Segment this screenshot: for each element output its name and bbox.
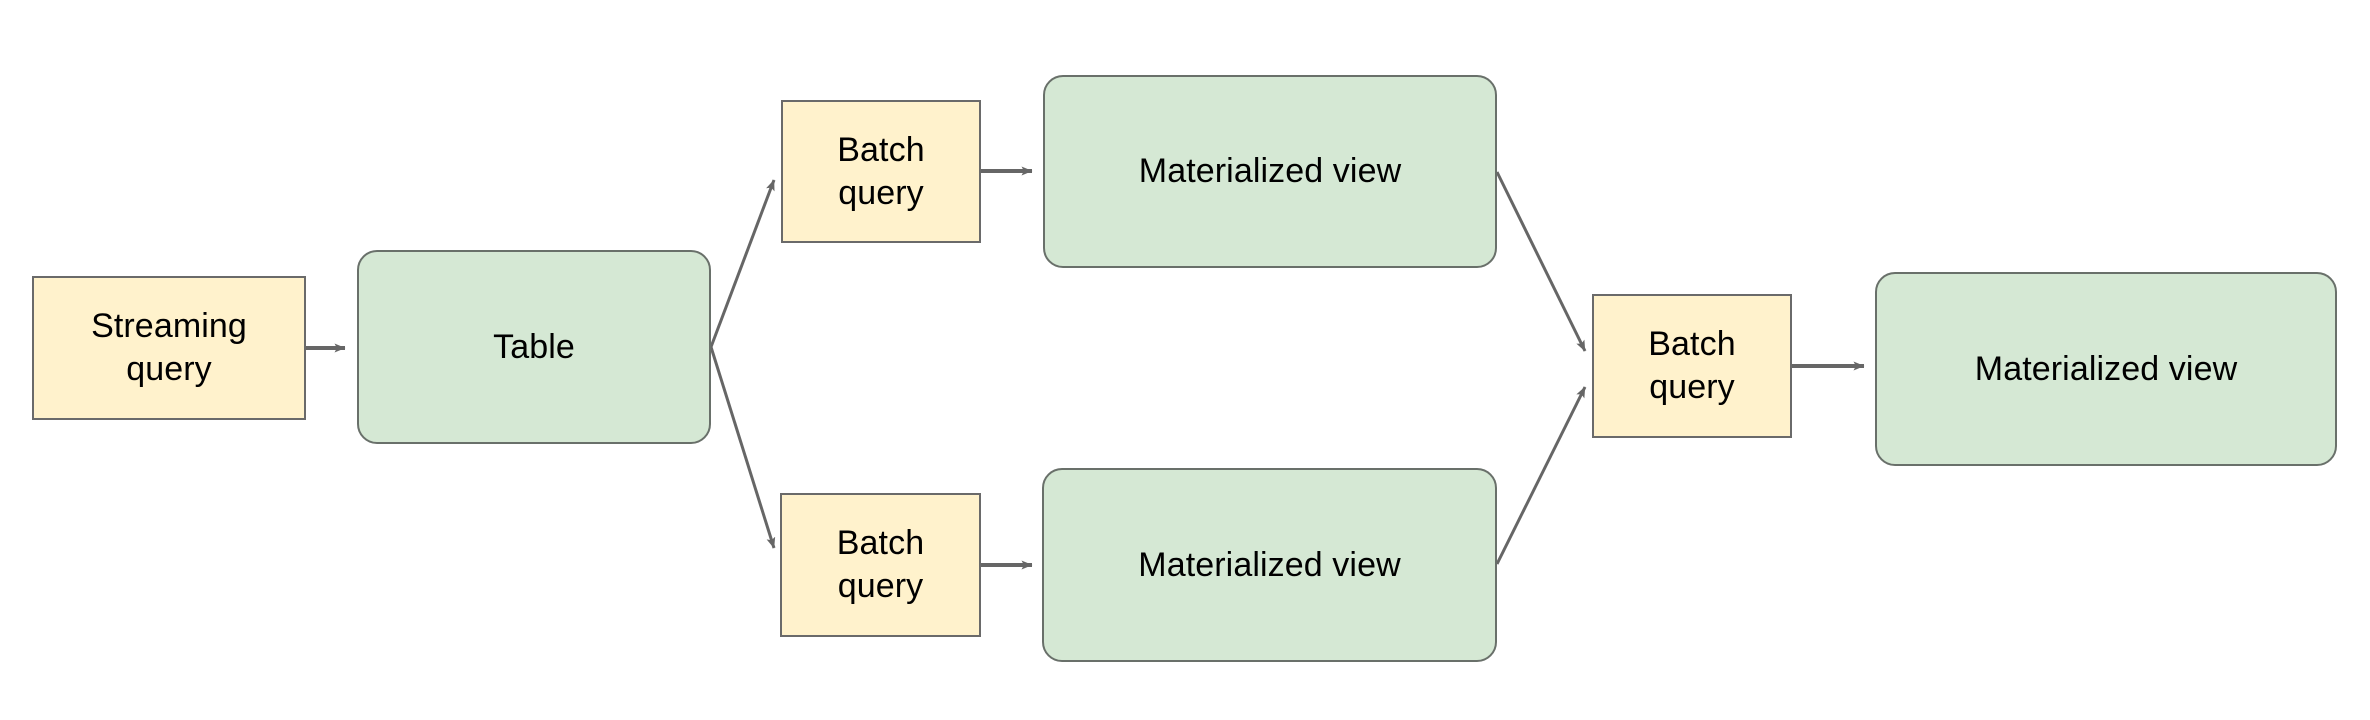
node-label: Materialized view [1138, 152, 1402, 191]
node-materialized-view-final[interactable]: Materialized view [1875, 272, 2337, 466]
node-batch-query-join[interactable]: Batch query [1592, 294, 1792, 438]
node-streaming-query[interactable]: Streaming query [32, 276, 306, 420]
edge-mv-bottom-to-batch-join [1495, 386, 1587, 565]
edge-mv-top-to-batch-join [1495, 171, 1587, 352]
edge-table-to-batch-bottom [709, 346, 776, 549]
node-table[interactable]: Table [357, 250, 711, 444]
node-label: Batch query [837, 130, 925, 212]
node-materialized-view-bottom[interactable]: Materialized view [1042, 468, 1497, 662]
node-label: Streaming query [91, 307, 247, 388]
node-label: Materialized view [1138, 545, 1401, 584]
node-label: Materialized view [1974, 349, 2238, 388]
edge-table-to-batch-top [709, 179, 776, 348]
node-materialized-view-top[interactable]: Materialized view [1043, 75, 1497, 268]
node-label: Batch query [1648, 325, 1736, 406]
node-label: Table [493, 327, 575, 366]
node-batch-query-top[interactable]: Batch query [781, 100, 981, 243]
node-label: Batch query [836, 524, 925, 605]
node-batch-query-bottom[interactable]: Batch query [780, 493, 981, 637]
